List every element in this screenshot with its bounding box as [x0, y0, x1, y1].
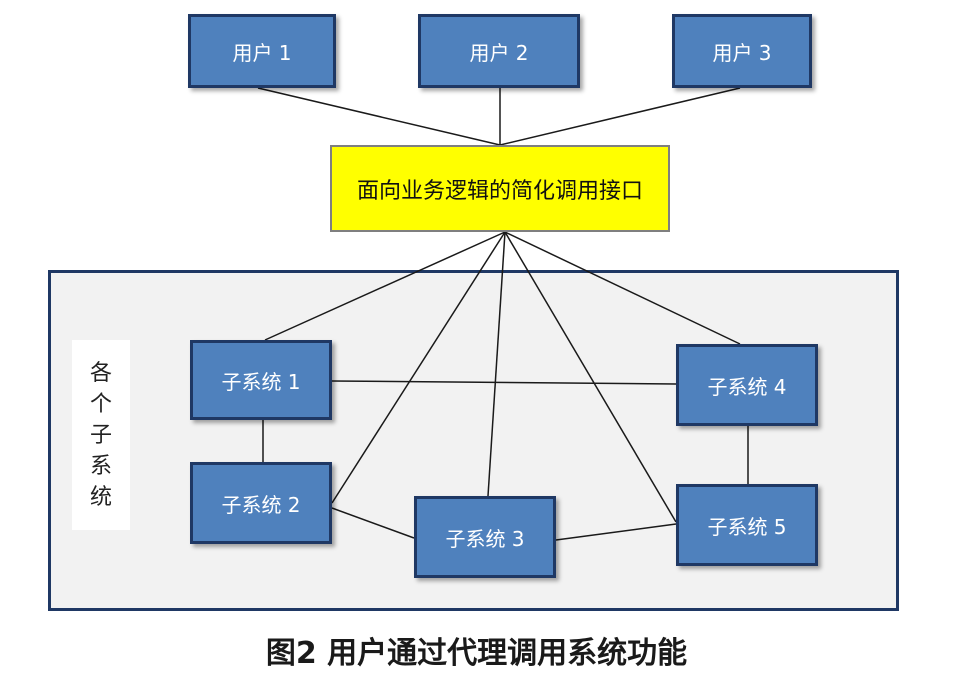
connector-interface-sub5: [504, 231, 677, 523]
subsystems-group-label: 各 个 子 系 统: [72, 340, 130, 530]
user-3-node: 用户 3: [672, 14, 812, 88]
connector-sub3-sub5: [555, 523, 677, 541]
connector-sub2-sub3: [331, 507, 415, 539]
group-label-char: 系: [89, 453, 112, 479]
connector-interface-sub4: [504, 231, 741, 345]
subsystem-4-node: 子系统 4: [676, 344, 818, 426]
connector-interface-sub1: [264, 231, 506, 341]
simplified-interface-node: 面向业务逻辑的简化调用接口: [330, 145, 670, 232]
subsystem-5-node: 子系统 5: [676, 484, 818, 566]
connector-sub1-sub4: [331, 380, 677, 385]
figure-caption: 图2 用户通过代理调用系统功能: [265, 636, 688, 671]
connector-user3-interface: [499, 87, 741, 146]
subsystem-2-node: 子系统 2: [190, 462, 332, 544]
connector-interface-sub2: [331, 231, 506, 504]
user-2-node: 用户 2: [418, 14, 580, 88]
group-label-char: 各: [89, 360, 112, 386]
group-label-char: 个: [89, 391, 112, 417]
connector-interface-sub3: [487, 231, 506, 497]
user-1-node: 用户 1: [188, 14, 336, 88]
connector-user1-interface: [257, 87, 501, 146]
subsystem-1-node: 子系统 1: [190, 340, 332, 420]
group-label-char: 统: [89, 484, 112, 510]
subsystem-3-node: 子系统 3: [414, 496, 556, 578]
group-label-char: 子: [89, 422, 112, 448]
